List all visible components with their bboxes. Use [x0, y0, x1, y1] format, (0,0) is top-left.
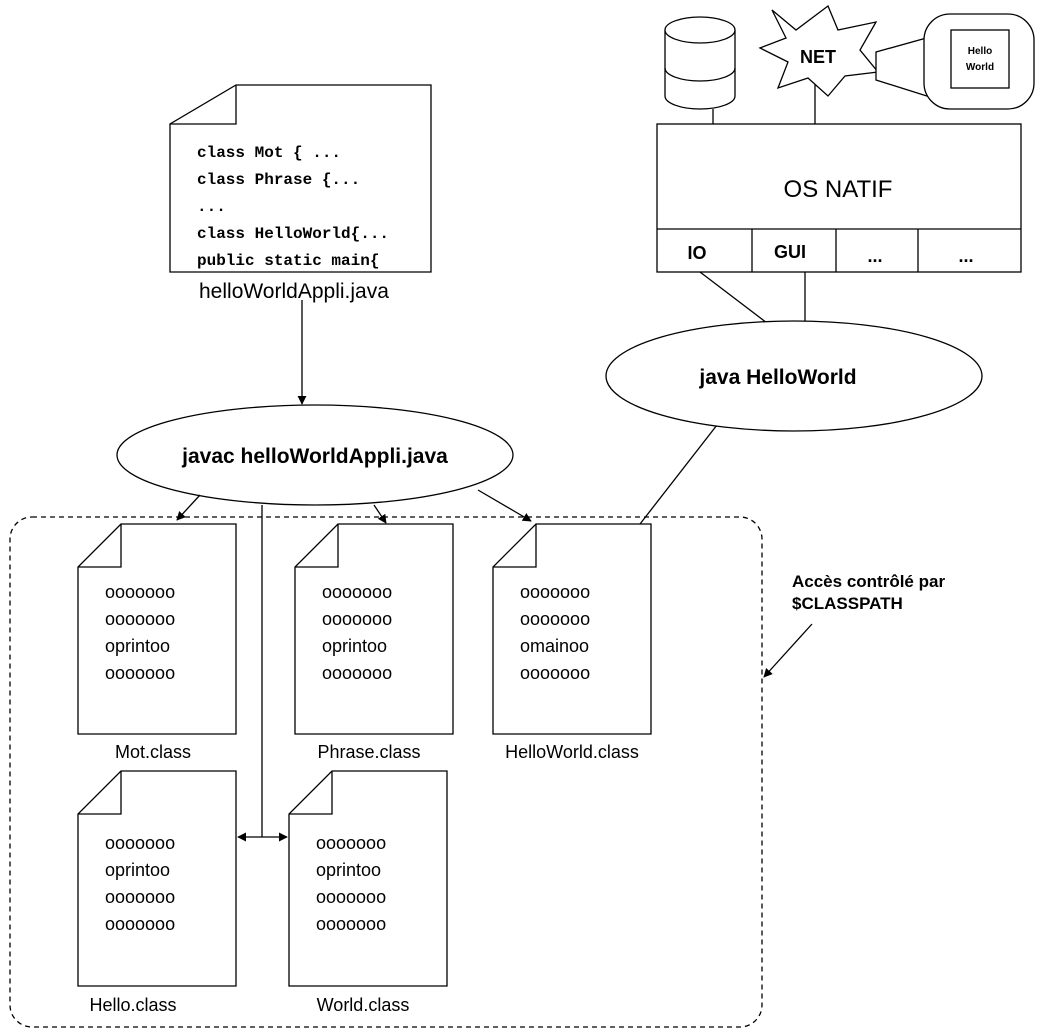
- bytecode-line: ooooooo: [105, 663, 175, 683]
- arrow-compiler-to-helloworld: [477, 489, 532, 522]
- os-cell-more: ...: [867, 246, 882, 266]
- os-cell-io: IO: [687, 243, 706, 263]
- class-file-phrase: ooooooo ooooooo oprintoo ooooooo: [294, 523, 454, 735]
- network-burst-icon: [758, 4, 880, 97]
- os-cell-more: ...: [958, 246, 973, 266]
- screen-text: Hello: [968, 46, 992, 57]
- classpath-note: $CLASSPATH: [792, 594, 903, 613]
- class-file-name: Mot.class: [115, 742, 191, 762]
- source-code-line: class Phrase {...: [197, 171, 360, 189]
- class-file-name: HelloWorld.class: [505, 742, 639, 762]
- arrow-compiler-to-phrase: [373, 504, 387, 524]
- bytecode-line: oprintoo: [316, 860, 381, 880]
- bytecode-line: oprintoo: [322, 636, 387, 656]
- display-monitor-icon: [875, 13, 1035, 110]
- class-file-world: ooooooo oprintoo ooooooo ooooooo: [288, 770, 448, 987]
- runtime-label: java HelloWorld: [698, 366, 856, 389]
- native-os-box: [656, 123, 1022, 273]
- runtime-ellipse: [605, 320, 983, 432]
- source-code-line: ...: [197, 198, 226, 216]
- bytecode-line: oprintoo: [105, 860, 170, 880]
- os-title: OS NATIF: [784, 176, 893, 203]
- bytecode-line: ooooooo: [316, 887, 386, 907]
- bytecode-line: ooooooo: [316, 833, 386, 853]
- bytecode-line: ooooooo: [105, 914, 175, 934]
- connector-runtime-to-helloworld-class: [639, 415, 725, 525]
- class-file-name: Phrase.class: [317, 742, 420, 762]
- bytecode-line: ooooooo: [105, 887, 175, 907]
- source-code-line: class Mot { ...: [197, 144, 341, 162]
- bytecode-line: ooooooo: [105, 609, 175, 629]
- bytecode-line: ooooooo: [105, 833, 175, 853]
- class-file-helloworld: ooooooo ooooooo omainoo ooooooo: [492, 523, 652, 735]
- bytecode-line: ooooooo: [316, 914, 386, 934]
- source-code-line: class HelloWorld{...: [197, 225, 389, 243]
- class-file-name: World.class: [317, 995, 410, 1015]
- class-file-hello: ooooooo oprintoo ooooooo ooooooo: [77, 770, 237, 987]
- bytecode-line: ooooooo: [105, 582, 175, 602]
- screen-text: World: [966, 62, 994, 73]
- compiler-ellipse: [116, 404, 514, 506]
- disk-cylinder-icon: [664, 16, 736, 110]
- source-code-line: public static main{: [197, 252, 379, 270]
- connector-io-to-runtime: [699, 271, 768, 324]
- os-cell-gui: GUI: [774, 242, 806, 262]
- source-file-document: class Mot { ... class Phrase {... ... cl…: [169, 84, 432, 273]
- class-file-mot: ooooooo ooooooo oprintoo ooooooo: [77, 523, 237, 735]
- bytecode-line: ooooooo: [322, 663, 392, 683]
- bytecode-line: ooooooo: [322, 609, 392, 629]
- bytecode-line: ooooooo: [520, 663, 590, 683]
- arrow-compiler-to-mot: [176, 494, 201, 521]
- bytecode-line: ooooooo: [322, 582, 392, 602]
- arrow-classpath-note: [763, 623, 813, 678]
- bytecode-line: omainoo: [520, 636, 589, 656]
- bytecode-line: oprintoo: [105, 636, 170, 656]
- network-label: NET: [800, 47, 836, 67]
- bytecode-line: ooooooo: [520, 582, 590, 602]
- source-filename: helloWorldAppli.java: [199, 280, 389, 303]
- class-file-name: Hello.class: [89, 995, 176, 1015]
- bytecode-line: ooooooo: [520, 609, 590, 629]
- classpath-note: Accès contrôlé par: [792, 572, 945, 591]
- compiler-label: javac helloWorldAppli.java: [181, 445, 448, 468]
